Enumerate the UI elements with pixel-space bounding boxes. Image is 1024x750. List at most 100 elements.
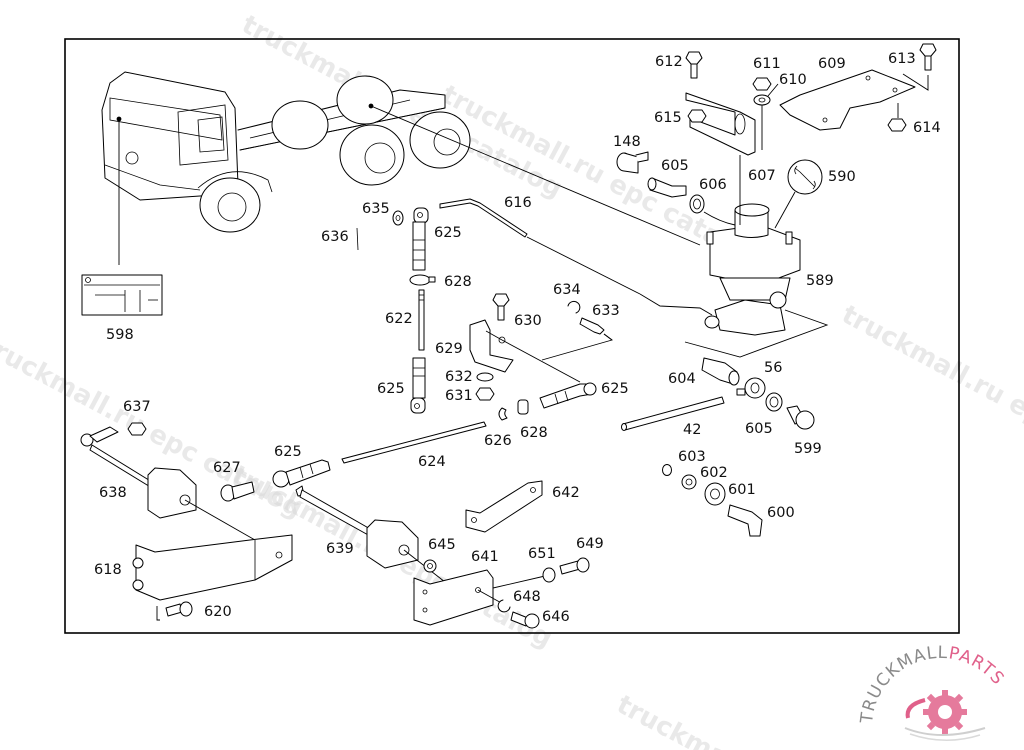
part-637-nut[interactable]	[127, 422, 147, 436]
callout-648[interactable]: 648	[513, 589, 541, 605]
callout-633[interactable]: 633	[592, 303, 620, 319]
callout-625[interactable]: 625	[434, 225, 462, 241]
part-625-lower-rod-end-left[interactable]	[272, 459, 331, 488]
callout-56[interactable]: 56	[764, 360, 782, 376]
part-613-bolt[interactable]	[902, 43, 937, 91]
callout-613[interactable]: 613	[888, 51, 916, 67]
part-628-clip[interactable]	[517, 399, 529, 415]
callout-626[interactable]: 626	[484, 433, 512, 449]
callout-641[interactable]: 641	[471, 549, 499, 565]
callout-614[interactable]: 614	[913, 120, 941, 136]
callout-603[interactable]: 603	[678, 449, 706, 465]
part-601-nut[interactable]	[704, 482, 726, 506]
callout-629[interactable]: 629	[435, 341, 463, 357]
callout-605[interactable]: 605	[745, 421, 773, 437]
callout-615[interactable]: 615	[654, 110, 682, 126]
callout-609[interactable]: 609	[818, 56, 846, 72]
callout-600[interactable]: 600	[767, 505, 795, 521]
part-620-bolt[interactable]	[156, 601, 193, 621]
part-646-bolt[interactable]	[510, 611, 540, 629]
callout-635[interactable]: 635	[362, 201, 390, 217]
callout-649[interactable]: 649	[576, 536, 604, 552]
callout-616[interactable]: 616	[504, 195, 532, 211]
part-625-rod-end-horizontal[interactable]	[539, 382, 597, 409]
part-42-pipe[interactable]	[621, 396, 725, 431]
callout-612[interactable]: 612	[655, 54, 683, 70]
part-598-label-plate[interactable]	[81, 274, 163, 316]
part-616-bent-rod[interactable]	[439, 198, 713, 316]
callout-607[interactable]: 607	[748, 168, 776, 184]
callout-628[interactable]: 628	[520, 425, 548, 441]
callout-598[interactable]: 598	[106, 327, 134, 343]
callout-646[interactable]: 646	[542, 609, 570, 625]
part-605-union-fitting[interactable]	[647, 177, 687, 198]
part-649-bolt[interactable]	[559, 557, 590, 575]
part-634-circlip[interactable]	[567, 300, 581, 314]
part-56-banjo-fitting[interactable]	[736, 377, 766, 399]
callout-618[interactable]: 618	[94, 562, 122, 578]
part-607-valve-bracket[interactable]	[685, 92, 756, 225]
callout-604[interactable]: 604	[668, 371, 696, 387]
part-648-lock-washer[interactable]	[497, 599, 511, 613]
callout-605[interactable]: 605	[661, 158, 689, 174]
callout-645[interactable]: 645	[428, 537, 456, 553]
part-599-banjo-bolt[interactable]	[786, 405, 815, 430]
part-639-rubber-mount-link[interactable]	[295, 485, 446, 583]
part-635-washer[interactable]	[392, 210, 404, 226]
part-622-adjusting-rod[interactable]	[418, 289, 425, 351]
callout-625[interactable]: 625	[377, 381, 405, 397]
part-636-cotter-pin[interactable]	[356, 227, 359, 251]
part-628-hose-clamp[interactable]	[409, 274, 436, 286]
callout-590[interactable]: 590	[828, 169, 856, 185]
part-630-bolt[interactable]	[492, 293, 510, 321]
callout-620[interactable]: 620	[204, 604, 232, 620]
part-642-angle-bracket[interactable]	[465, 480, 543, 533]
part-618-bracket[interactable]	[132, 534, 293, 601]
callout-42[interactable]: 42	[683, 422, 701, 438]
callout-628[interactable]: 628	[444, 274, 472, 290]
part-627-clip[interactable]	[220, 481, 255, 502]
callout-622[interactable]: 622	[385, 311, 413, 327]
callout-625[interactable]: 625	[601, 381, 629, 397]
part-600-elbow-fitting[interactable]	[727, 504, 763, 537]
callout-634[interactable]: 634	[553, 282, 581, 298]
part-605-seal-ring[interactable]	[765, 392, 783, 412]
callout-601[interactable]: 601	[728, 482, 756, 498]
part-626-circlip[interactable]	[498, 407, 508, 421]
part-641-mounting-plate[interactable]	[413, 569, 546, 626]
callout-651[interactable]: 651	[528, 546, 556, 562]
part-148-valve-connector[interactable]	[616, 151, 649, 174]
callout-610[interactable]: 610	[779, 72, 807, 88]
part-590-wrench-icon[interactable]	[774, 159, 823, 229]
part-606-seal-ring[interactable]	[689, 194, 736, 226]
part-603-seal-ring[interactable]	[662, 464, 672, 476]
part-611-nut[interactable]	[752, 77, 772, 91]
part-631-nut[interactable]	[475, 387, 495, 401]
part-604-fitting[interactable]	[701, 357, 740, 386]
callout-624[interactable]: 624	[418, 454, 446, 470]
part-625-upper-rod-end[interactable]	[412, 207, 429, 271]
part-651-washer[interactable]	[542, 567, 556, 583]
part-645-washer[interactable]	[423, 559, 437, 573]
part-610-washer[interactable]	[753, 83, 779, 150]
callout-611[interactable]: 611	[753, 56, 781, 72]
part-589-load-sensing-valve[interactable]	[704, 203, 801, 336]
part-612-bolt[interactable]	[685, 51, 703, 79]
part-638-rubber-mount-link[interactable]	[80, 426, 256, 541]
callout-627[interactable]: 627	[213, 460, 241, 476]
part-633-ball-stud[interactable]	[579, 317, 613, 341]
callout-636[interactable]: 636	[321, 229, 349, 245]
callout-639[interactable]: 639	[326, 541, 354, 557]
callout-631[interactable]: 631	[445, 388, 473, 404]
part-632-washer[interactable]	[476, 372, 494, 382]
callout-630[interactable]: 630	[514, 313, 542, 329]
callout-632[interactable]: 632	[445, 369, 473, 385]
callout-625[interactable]: 625	[274, 444, 302, 460]
callout-606[interactable]: 606	[699, 177, 727, 193]
part-615-nut[interactable]	[687, 109, 707, 123]
callout-638[interactable]: 638	[99, 485, 127, 501]
callout-602[interactable]: 602	[700, 465, 728, 481]
callout-642[interactable]: 642	[552, 485, 580, 501]
part-625-lower-rod-end[interactable]	[410, 357, 426, 414]
part-609-mounting-plate[interactable]	[779, 69, 916, 131]
